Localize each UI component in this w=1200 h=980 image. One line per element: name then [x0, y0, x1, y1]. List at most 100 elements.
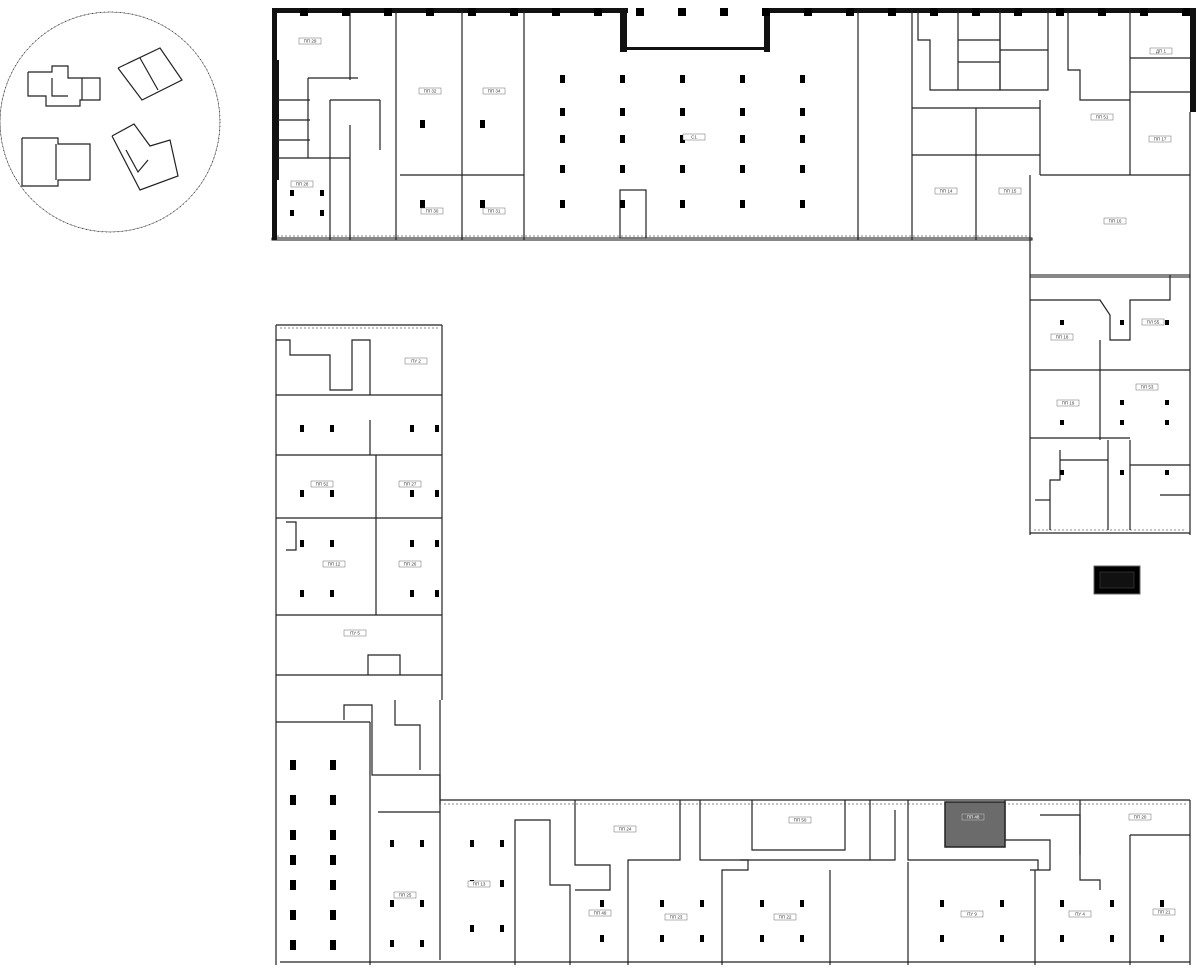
unit-label-u4[interactable]: ПУ 4: [1068, 910, 1092, 918]
unit-label-text: ПП 31: [488, 209, 501, 214]
unit-label-text: ПП 50: [794, 818, 807, 823]
column: [1110, 935, 1114, 942]
column: [940, 935, 944, 942]
right-wing: [1029, 274, 1191, 535]
unit-label-text: ПУ 5: [350, 631, 360, 636]
unit-label-u5[interactable]: ПУ 5: [343, 629, 367, 637]
column: [762, 8, 770, 16]
column: [620, 108, 625, 116]
column: [500, 925, 504, 932]
unit-label-u53[interactable]: ПП 53: [1135, 383, 1159, 391]
column: [342, 8, 350, 16]
column: [330, 940, 336, 950]
column: [972, 8, 980, 16]
unit-label-u24[interactable]: ПП 24: [613, 825, 637, 833]
column: [1060, 900, 1064, 907]
unit-label-u55[interactable]: ПЛ 55: [1141, 318, 1165, 326]
column: [888, 8, 896, 16]
unit-label-text: ПЛ 55: [1147, 320, 1160, 325]
column: [680, 75, 685, 83]
unit-labels: ПП 29 ПП 28 ПП 32 ПП 34 ПП 30 ПП 31 С1 ДП 1 ПП 5…: [290, 37, 1176, 921]
unit-label-u51[interactable]: ПП 51: [1090, 113, 1114, 121]
column: [330, 880, 336, 890]
column: [330, 540, 334, 547]
selected-unit[interactable]: [944, 801, 1006, 848]
column: [680, 165, 685, 173]
column: [1056, 8, 1064, 16]
column: [600, 900, 604, 907]
unit-label-text: ПП 24: [619, 827, 632, 832]
structural-columns: [290, 8, 1190, 950]
column: [435, 490, 439, 497]
unit-label-u20[interactable]: ПП 20: [1128, 813, 1152, 821]
unit-label-text: С1: [691, 135, 697, 140]
column: [1060, 935, 1064, 942]
unit-label-uqm[interactable]: ДП 1: [1149, 47, 1173, 55]
unit-label-u48[interactable]: ПП 48: [961, 813, 985, 821]
column: [1120, 470, 1124, 475]
unit-label-text: ПП 28: [296, 182, 309, 187]
unit-label-text: ПП 34: [488, 89, 501, 94]
unit-label-u21[interactable]: ПП 21: [1152, 908, 1176, 916]
unit-label-u31[interactable]: ПП 31: [482, 207, 506, 215]
column: [800, 108, 805, 116]
unit-label-u52[interactable]: ПП 52: [310, 480, 334, 488]
column: [500, 880, 504, 887]
unit-label-u32[interactable]: ПП 32: [418, 87, 442, 95]
column: [410, 590, 414, 597]
unit-label-u16[interactable]: ПП 16: [1103, 217, 1127, 225]
unit-label-u19[interactable]: ПП 19: [1056, 399, 1080, 407]
column: [760, 900, 764, 907]
unit-label-u22[interactable]: ПП 22: [773, 913, 797, 921]
unit-label-u29[interactable]: ПП 29: [298, 37, 322, 45]
unit-label-text: ПП 30: [426, 209, 439, 214]
unit-label-u12[interactable]: ПП 12: [322, 560, 346, 568]
unit-label-u23[interactable]: ПП 23: [664, 913, 688, 921]
unit-label-text: ПП 25: [399, 893, 412, 898]
unit-label-u26[interactable]: ПП 26: [398, 560, 422, 568]
unit-label-u15[interactable]: ПП 15: [998, 187, 1022, 195]
column: [300, 425, 304, 432]
unit-label-text: ПП 26: [404, 562, 417, 567]
column: [800, 935, 804, 942]
column: [290, 830, 296, 840]
column: [1000, 935, 1004, 942]
column: [330, 490, 334, 497]
column: [290, 855, 296, 865]
column: [1120, 400, 1124, 405]
column: [1060, 320, 1064, 325]
column: [620, 200, 625, 208]
unit-label-ux2[interactable]: ПУ 2: [404, 357, 428, 365]
column: [1060, 470, 1064, 475]
unit-label-text: ПУ 2: [411, 359, 421, 364]
bottom-wing: [275, 700, 1191, 965]
unit-label-text: ПУ 9: [967, 912, 977, 917]
column: [435, 590, 439, 597]
unit-label-u14[interactable]: ПП 14: [934, 187, 958, 195]
column: [740, 200, 745, 208]
column: [426, 8, 434, 16]
column: [800, 165, 805, 173]
unit-label-u25[interactable]: ПП 25: [393, 891, 417, 899]
unit-label-u27[interactable]: ПП 27: [398, 480, 422, 488]
unit-label-text: ПП 27: [404, 482, 417, 487]
unit-label-u49[interactable]: ПП 49: [588, 909, 612, 917]
column: [560, 135, 565, 143]
unit-label-u34[interactable]: ПП 34: [482, 87, 506, 95]
column: [1160, 935, 1164, 942]
unit-label-u50[interactable]: ПП 50: [788, 816, 812, 824]
unit-label-u1[interactable]: С1: [682, 133, 706, 141]
column: [470, 840, 474, 847]
unit-label-u13[interactable]: ПП 13: [467, 880, 491, 888]
unit-label-u30[interactable]: ПП 30: [420, 207, 444, 215]
unit-label-text: ПП 23: [670, 915, 683, 920]
unit-label-u28[interactable]: ПП 28: [290, 180, 314, 188]
unit-label-text: ПП 51: [1096, 115, 1109, 120]
unit-label-u9[interactable]: ПУ 9: [960, 910, 984, 918]
unit-label-u18[interactable]: ПП 18: [1050, 333, 1074, 341]
column: [1000, 900, 1004, 907]
column: [740, 165, 745, 173]
column: [420, 900, 424, 907]
unit-label-u17[interactable]: ПП 17: [1148, 135, 1172, 143]
